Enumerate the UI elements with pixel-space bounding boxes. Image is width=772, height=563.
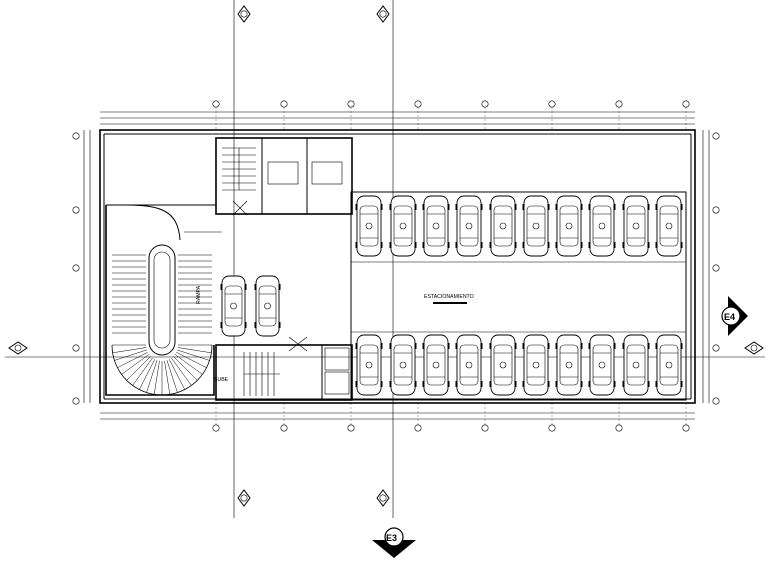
section-lines xyxy=(5,0,765,518)
car xyxy=(489,334,517,396)
car xyxy=(555,195,583,257)
grid-bubble xyxy=(548,100,556,108)
grid-bubble xyxy=(481,424,489,432)
grid-bubble xyxy=(212,424,220,432)
grid-bubble xyxy=(712,264,720,272)
car xyxy=(622,195,650,257)
section-marker-top-right xyxy=(376,5,390,23)
dimension-lines-top xyxy=(100,111,695,125)
grid-bubble xyxy=(72,132,80,140)
grid-bubble xyxy=(72,206,80,214)
grid-bubble xyxy=(280,100,288,108)
section-marker-left xyxy=(8,341,28,355)
car xyxy=(655,195,683,257)
grid-bubble xyxy=(712,344,720,352)
grid-bubble xyxy=(712,206,720,214)
section-tag-e4-label: E4 xyxy=(724,312,735,322)
room-label-underline xyxy=(433,302,467,304)
lower-service-block xyxy=(215,344,353,401)
building-outline xyxy=(99,129,696,404)
grid-bubble xyxy=(414,424,422,432)
parking-area xyxy=(350,191,687,401)
car xyxy=(455,195,483,257)
dimension-lines-bottom xyxy=(100,412,695,420)
grid-bubble xyxy=(347,424,355,432)
car xyxy=(355,195,383,257)
grid-bubble xyxy=(615,424,623,432)
car xyxy=(254,275,281,337)
section-marker-bottom-right xyxy=(376,489,390,507)
service-block xyxy=(215,137,353,215)
door-swing-lower xyxy=(288,336,308,352)
grid-bubble xyxy=(212,100,220,108)
car xyxy=(522,334,550,396)
section-marker-right xyxy=(744,341,764,355)
grid-bubble xyxy=(615,100,623,108)
section-tag-e3-label: E3 xyxy=(386,533,397,543)
dimension-lines-left xyxy=(83,130,91,403)
grid-bubble xyxy=(712,132,720,140)
car xyxy=(655,334,683,396)
section-marker-top-left xyxy=(237,5,251,23)
ramp-label: RAMPA xyxy=(196,285,202,304)
car xyxy=(455,334,483,396)
car xyxy=(588,195,616,257)
car xyxy=(588,334,616,396)
car xyxy=(220,275,247,337)
stair-label: SUBE xyxy=(214,377,229,383)
grid-bubbles xyxy=(72,100,720,432)
grid-bubble xyxy=(414,100,422,108)
car xyxy=(422,334,450,396)
section-tag-e4: E4 xyxy=(721,296,748,336)
car xyxy=(489,195,517,257)
stairs xyxy=(222,147,280,396)
grid-bubble xyxy=(280,424,288,432)
section-tag-e3: E3 xyxy=(372,527,416,558)
grid-bubble xyxy=(347,100,355,108)
grid-bubble xyxy=(72,264,80,272)
door-swing-upper xyxy=(232,200,248,216)
grid-bubble xyxy=(548,424,556,432)
grid-bubble xyxy=(72,397,80,405)
grid-bubble xyxy=(682,424,690,432)
car xyxy=(355,334,383,396)
car xyxy=(555,334,583,396)
grid-bubble xyxy=(72,344,80,352)
parking-cars xyxy=(220,195,683,396)
spiral-ramp: RAMPA xyxy=(105,204,222,396)
grid-bubble xyxy=(481,100,489,108)
room-label: ESTACIONAMIENTO xyxy=(424,294,474,300)
car xyxy=(389,334,417,396)
car xyxy=(389,195,417,257)
grid-bubble xyxy=(712,397,720,405)
section-marker-bottom-left xyxy=(237,489,251,507)
car xyxy=(522,195,550,257)
grid-bubble xyxy=(682,100,690,108)
dimension-lines-right xyxy=(702,130,710,403)
car xyxy=(622,334,650,396)
car xyxy=(422,195,450,257)
